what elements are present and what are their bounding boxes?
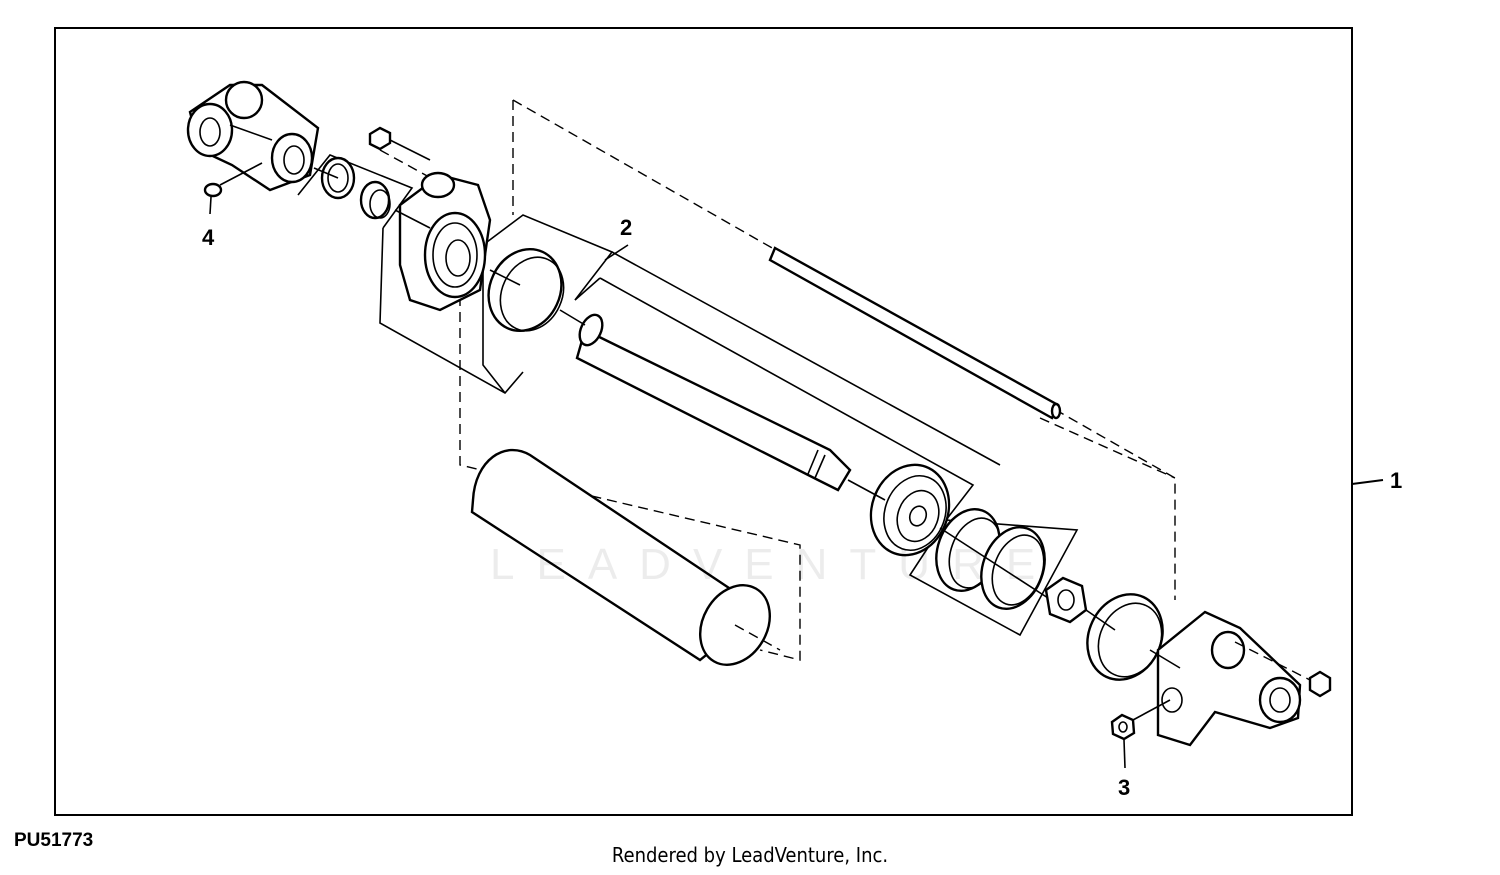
center-lines bbox=[313, 167, 1181, 669]
diagram-frame bbox=[54, 27, 1353, 816]
nut-right-icon bbox=[1234, 641, 1332, 698]
render-credit: Rendered by LeadVenture, Inc. bbox=[611, 843, 889, 867]
fitting-3-icon bbox=[1110, 699, 1171, 769]
callout-1-leader bbox=[1351, 479, 1384, 485]
callout-3: 3 bbox=[1118, 775, 1131, 800]
piston-rod-icon bbox=[575, 313, 852, 492]
piston-icon bbox=[869, 463, 951, 557]
barrel-tube-icon bbox=[470, 448, 781, 666]
rod-gland-icon bbox=[398, 171, 492, 312]
callout-4: 4 bbox=[202, 225, 215, 250]
callout-2: 2 bbox=[620, 215, 633, 240]
callout-1: 1 bbox=[1390, 468, 1403, 493]
gland-o-ring-icon bbox=[487, 247, 565, 333]
watermark: LEADVENTURE bbox=[490, 540, 1058, 589]
base-end-cap-icon bbox=[1156, 610, 1302, 747]
seal-kit-outline bbox=[297, 154, 1079, 637]
grease-fitting-icon bbox=[203, 162, 263, 215]
rod-seals-icon bbox=[320, 156, 391, 220]
rod-end-clevis-icon bbox=[186, 80, 320, 192]
figure-id: PU51773 bbox=[14, 830, 94, 851]
piston-seals-icon bbox=[935, 508, 1046, 610]
tie-rod-icon bbox=[768, 246, 1062, 420]
nut-top-icon bbox=[368, 126, 431, 161]
